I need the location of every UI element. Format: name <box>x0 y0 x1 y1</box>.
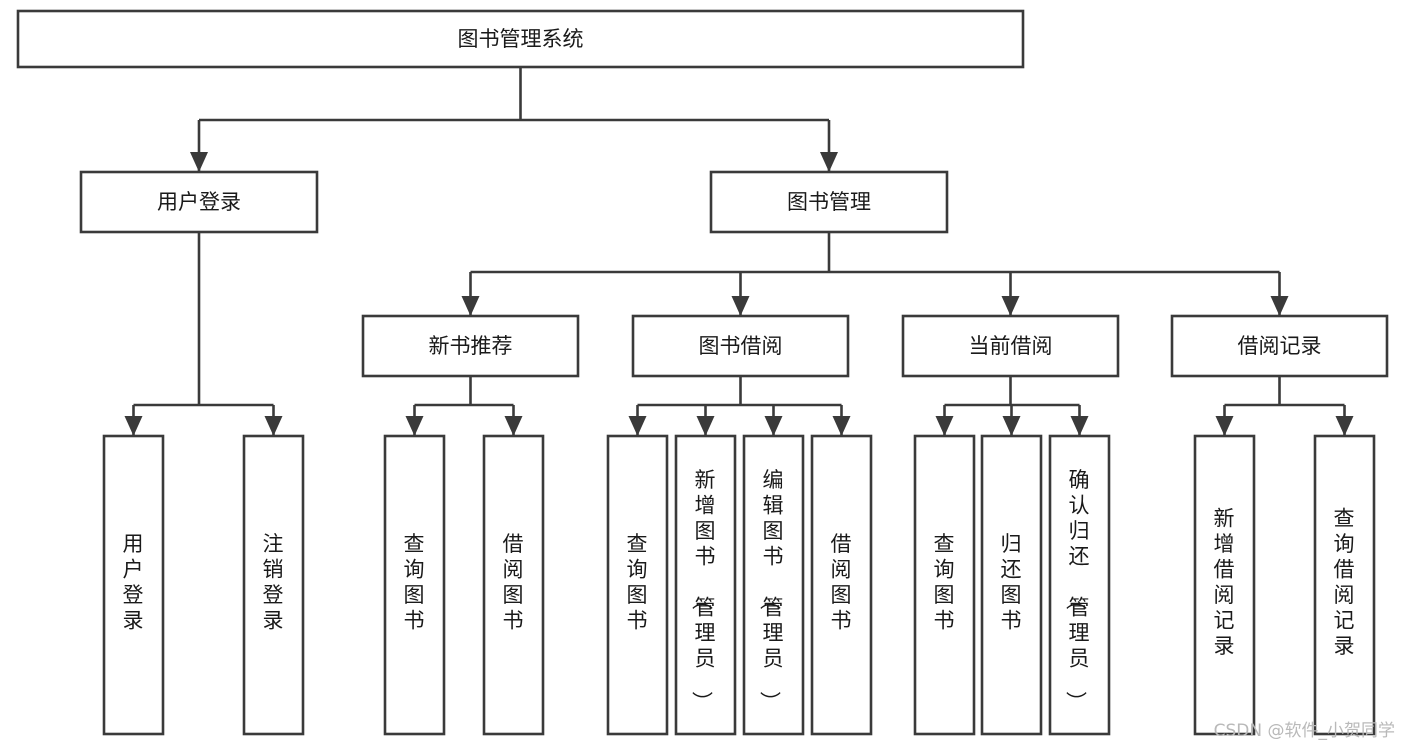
node-user-login[interactable]: 用户登录 <box>79 170 319 234</box>
connectors-layer <box>124 67 1354 436</box>
node-box[interactable] <box>1170 314 1389 378</box>
node-label: 图书管理 <box>787 190 871 214</box>
node-label: 新书推荐 <box>429 334 513 358</box>
node-leaf-rec-query[interactable]: 查询图书 <box>383 434 446 736</box>
node-box[interactable] <box>742 434 805 736</box>
node-box[interactable] <box>606 434 669 736</box>
node-box[interactable] <box>242 434 305 736</box>
node-label: 借阅记录 <box>1238 334 1322 358</box>
node-leaf-borrow-query[interactable]: 查询图书 <box>606 434 669 736</box>
node-box[interactable] <box>709 170 949 234</box>
node-leaf-rec-search[interactable]: 查询借阅记录 <box>1313 434 1376 736</box>
node-label: 图书管理系统 <box>458 27 584 51</box>
node-leaf-borrow-edit[interactable]: 编辑图书（管理员） <box>742 434 805 736</box>
node-label: 当前借阅 <box>969 334 1053 358</box>
nodes-layer: 图书管理系统用户登录图书管理新书推荐图书借阅当前借阅借阅记录用户登录注销登录查询… <box>16 9 1389 736</box>
node-label: 查询图书 <box>404 532 426 633</box>
node-label: 查询图书 <box>627 532 649 633</box>
node-box[interactable] <box>16 9 1025 69</box>
node-label: 查询图书 <box>934 532 956 633</box>
node-leaf-user-logout[interactable]: 注销登录 <box>242 434 305 736</box>
node-new-book-rec[interactable]: 新书推荐 <box>361 314 580 378</box>
node-box[interactable] <box>810 434 873 736</box>
node-leaf-cur-query[interactable]: 查询图书 <box>913 434 976 736</box>
node-box[interactable] <box>79 170 319 234</box>
node-leaf-borrow-add[interactable]: 新增图书（管理员） <box>674 434 737 736</box>
node-borrow-record[interactable]: 借阅记录 <box>1170 314 1389 378</box>
node-box[interactable] <box>980 434 1043 736</box>
node-box[interactable] <box>102 434 165 736</box>
node-label: 用户登录 <box>123 532 145 633</box>
node-label: 用户登录 <box>157 190 241 214</box>
node-root[interactable]: 图书管理系统 <box>16 9 1025 69</box>
node-label: 图书借阅 <box>699 334 783 358</box>
node-box[interactable] <box>1048 434 1111 736</box>
node-label: 新增图书（管理员） <box>690 468 717 713</box>
node-current-borrow[interactable]: 当前借阅 <box>901 314 1120 378</box>
node-box[interactable] <box>1313 434 1376 736</box>
node-label: 借阅图书 <box>503 532 525 633</box>
node-book-borrow[interactable]: 图书借阅 <box>631 314 850 378</box>
node-box[interactable] <box>383 434 446 736</box>
node-box[interactable] <box>631 314 850 378</box>
node-label: 编辑图书（管理员） <box>758 468 785 713</box>
node-book-manage[interactable]: 图书管理 <box>709 170 949 234</box>
node-label: 归还图书 <box>1001 532 1023 633</box>
node-box[interactable] <box>913 434 976 736</box>
node-leaf-user-login[interactable]: 用户登录 <box>102 434 165 736</box>
node-leaf-cur-return[interactable]: 归还图书 <box>980 434 1043 736</box>
node-leaf-borrow-lend[interactable]: 借阅图书 <box>810 434 873 736</box>
node-label: 确认归还（管理员） <box>1064 468 1091 713</box>
watermark-text: CSDN @软件_小贺同学 <box>1213 721 1395 741</box>
node-label: 新增借阅记录 <box>1214 506 1236 658</box>
node-label: 查询借阅记录 <box>1334 506 1356 658</box>
node-leaf-rec-borrow[interactable]: 借阅图书 <box>482 434 545 736</box>
node-leaf-cur-confirm[interactable]: 确认归还（管理员） <box>1048 434 1111 736</box>
node-box[interactable] <box>361 314 580 378</box>
node-box[interactable] <box>482 434 545 736</box>
node-box[interactable] <box>1193 434 1256 736</box>
node-leaf-rec-add[interactable]: 新增借阅记录 <box>1193 434 1256 736</box>
node-label: 借阅图书 <box>831 532 853 633</box>
node-box[interactable] <box>901 314 1120 378</box>
node-label: 注销登录 <box>263 532 285 633</box>
node-box[interactable] <box>674 434 737 736</box>
